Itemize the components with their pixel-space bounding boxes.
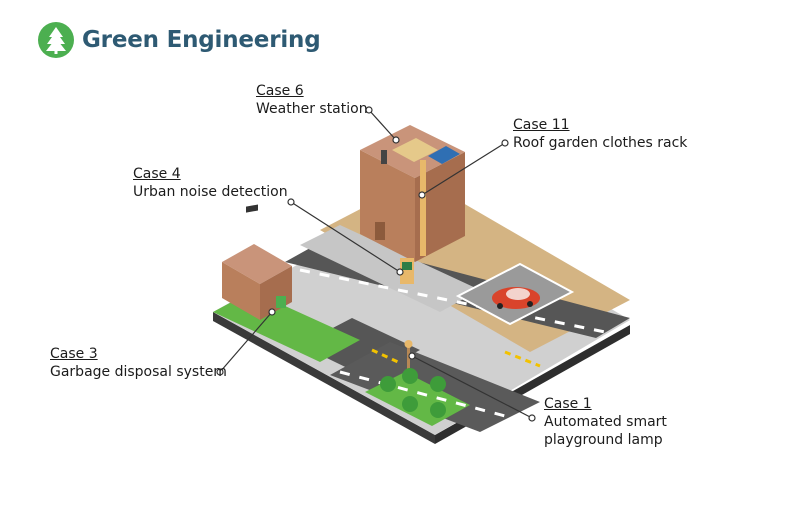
road-markings [299, 268, 611, 422]
case-4-description: Urban noise detection [133, 184, 288, 200]
brand-title: Green Engineering [82, 27, 321, 53]
garbage-building [222, 204, 292, 320]
dot-case-1-target [408, 352, 416, 360]
case-1-number: Case 1 [544, 396, 592, 412]
base-left-face [213, 312, 435, 444]
case-4-number: Case 4 [133, 166, 181, 182]
label-case-4: Case 4 Urban noise detection [133, 165, 288, 201]
car [492, 287, 540, 309]
dot-case-3-label [216, 368, 224, 376]
dot-case-11-label [501, 139, 509, 147]
leader-case-4 [290, 201, 401, 273]
brand-header: Green Engineering [38, 22, 321, 58]
leader-case-11 [421, 142, 506, 196]
dot-case-3-target [268, 308, 276, 316]
leader-case-3 [219, 311, 273, 373]
label-case-11: Case 11 Roof garden clothes rack [513, 116, 687, 152]
noise-kiosk [400, 258, 414, 284]
tree-icon [38, 22, 74, 58]
case-11-description: Roof garden clothes rack [513, 135, 688, 151]
label-case-6: Case 6 Weather station [256, 82, 368, 118]
dot-case-6-target [392, 136, 400, 144]
leader-case-6 [368, 109, 397, 141]
dot-case-4-target [396, 268, 404, 276]
case-6-number: Case 6 [256, 83, 304, 99]
case-11-number: Case 11 [513, 117, 570, 133]
playground-lamp [404, 340, 413, 370]
leader-case-1 [411, 355, 533, 419]
dot-case-4-label [287, 198, 295, 206]
case-1-description-line-2: playground lamp [544, 432, 663, 448]
sidewalk-upper [300, 225, 480, 312]
dot-case-6-label [365, 106, 373, 114]
label-case-3: Case 3 Garbage disposal system [50, 345, 227, 381]
dot-case-11-target [418, 191, 426, 199]
case-3-description: Garbage disposal system [50, 364, 227, 380]
trees [380, 368, 446, 418]
label-case-1: Case 1 Automated smart playground lamp [544, 395, 667, 449]
crosswalk-yellow [371, 348, 541, 368]
case-1-description-line-1: Automated smart [544, 414, 667, 430]
case-3-number: Case 3 [50, 346, 98, 362]
main-building [360, 125, 465, 262]
dot-case-1-label [528, 414, 536, 422]
case-6-description: Weather station [256, 101, 368, 117]
